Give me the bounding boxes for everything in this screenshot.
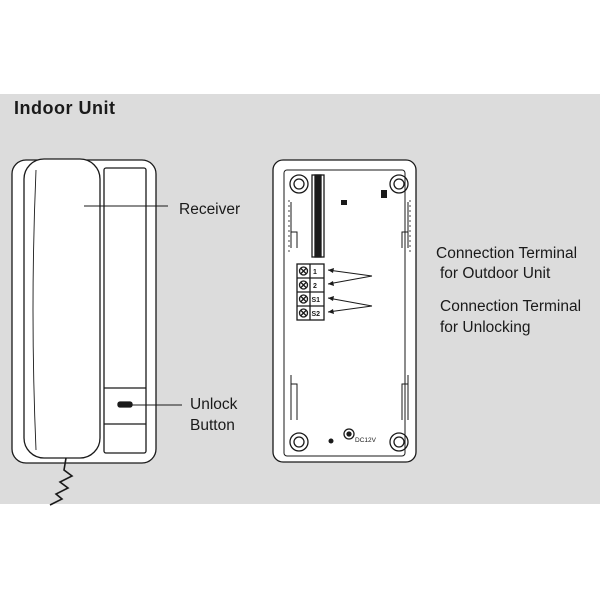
conn-unlock-label-line1: Connection Terminal [440,298,582,315]
front-view-unit [11,158,182,506]
back-inner-frame [283,169,406,457]
side-panel [103,167,147,454]
conn-outdoor-label-line1: Connection Terminal [436,245,578,262]
corner-screws [289,174,409,452]
terminal-label-2: 2 [313,283,317,290]
coiled-cord [49,457,74,506]
back-view-unit [272,159,417,463]
unlock-button [117,401,133,408]
conn-unlock-label-line2: for Unlocking [440,319,531,336]
back-housing [272,159,417,463]
unlock-button-label-line2: Button [190,417,235,434]
terminal-label-s1: S1 [312,297,321,304]
conn-outdoor-label-line2: for Outdoor Unit [440,265,551,282]
handset-edge [32,169,37,451]
terminal-pointer-lines [327,269,373,313]
power-label: DC12V [355,437,377,444]
terminal-label-1: 1 [313,269,317,276]
diagram-title: Indoor Unit [14,98,116,118]
receiver-label: Receiver [179,201,241,218]
power-jack [343,428,355,440]
terminal-block [296,263,325,321]
terminal-label-s2: S2 [312,311,321,318]
handset-receiver [23,158,101,459]
unlock-button-label-line1: Unlock [190,396,238,413]
